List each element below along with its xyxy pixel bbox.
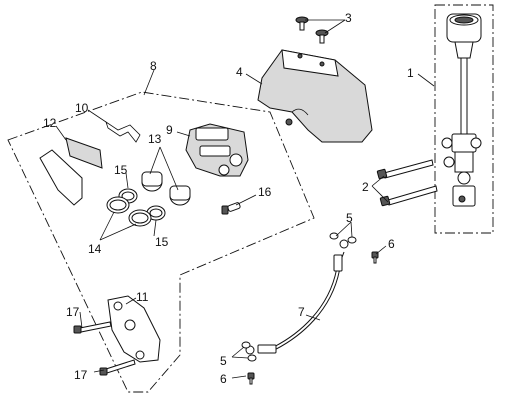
callout-11: 11 [136, 290, 149, 304]
bolts-part-2 [376, 159, 438, 207]
callout-5-lower: 5 [220, 354, 227, 368]
brake-pad-part-12 [39, 137, 103, 206]
callout-10: 10 [75, 101, 89, 115]
callout-3: 3 [345, 11, 352, 25]
caliper-group-boundary [7, 91, 315, 393]
callout-7: 7 [298, 305, 305, 319]
pad-spring-part-10 [105, 121, 141, 143]
pistons-part-13 [141, 171, 191, 206]
callout-12: 12 [43, 116, 57, 130]
callout-6-lower: 6 [220, 372, 227, 386]
caliper-part-9 [185, 123, 249, 177]
callout-4: 4 [236, 65, 243, 79]
brake-hose-part-7 [245, 239, 349, 355]
callout-9: 9 [166, 123, 173, 137]
master-cylinder [441, 13, 482, 207]
seals-parts-14-15 [106, 188, 166, 227]
callout-2: 2 [362, 180, 369, 194]
master-cylinder-group-boundary [434, 4, 494, 234]
caliper-bracket-part-11 [107, 295, 161, 363]
callout-15-lower: 15 [155, 235, 169, 249]
callout-6-upper: 6 [388, 237, 395, 251]
leader-lines [55, 19, 435, 379]
callout-13: 13 [148, 132, 162, 146]
callout-1: 1 [407, 66, 414, 80]
callout-17-upper: 17 [66, 305, 80, 319]
washers-part-5 [241, 232, 357, 362]
bracket-bolts-part-17 [73, 321, 136, 376]
callout-17-lower: 17 [74, 368, 88, 382]
screws-part-6 [247, 251, 379, 385]
callout-14: 14 [88, 242, 102, 256]
callout-16: 16 [258, 185, 272, 199]
callout-8: 8 [150, 59, 157, 73]
callout-5-upper: 5 [346, 211, 353, 225]
cover-screws-part-3 [295, 16, 329, 44]
cover-part-4 [257, 49, 373, 143]
callout-15-upper: 15 [114, 163, 128, 177]
